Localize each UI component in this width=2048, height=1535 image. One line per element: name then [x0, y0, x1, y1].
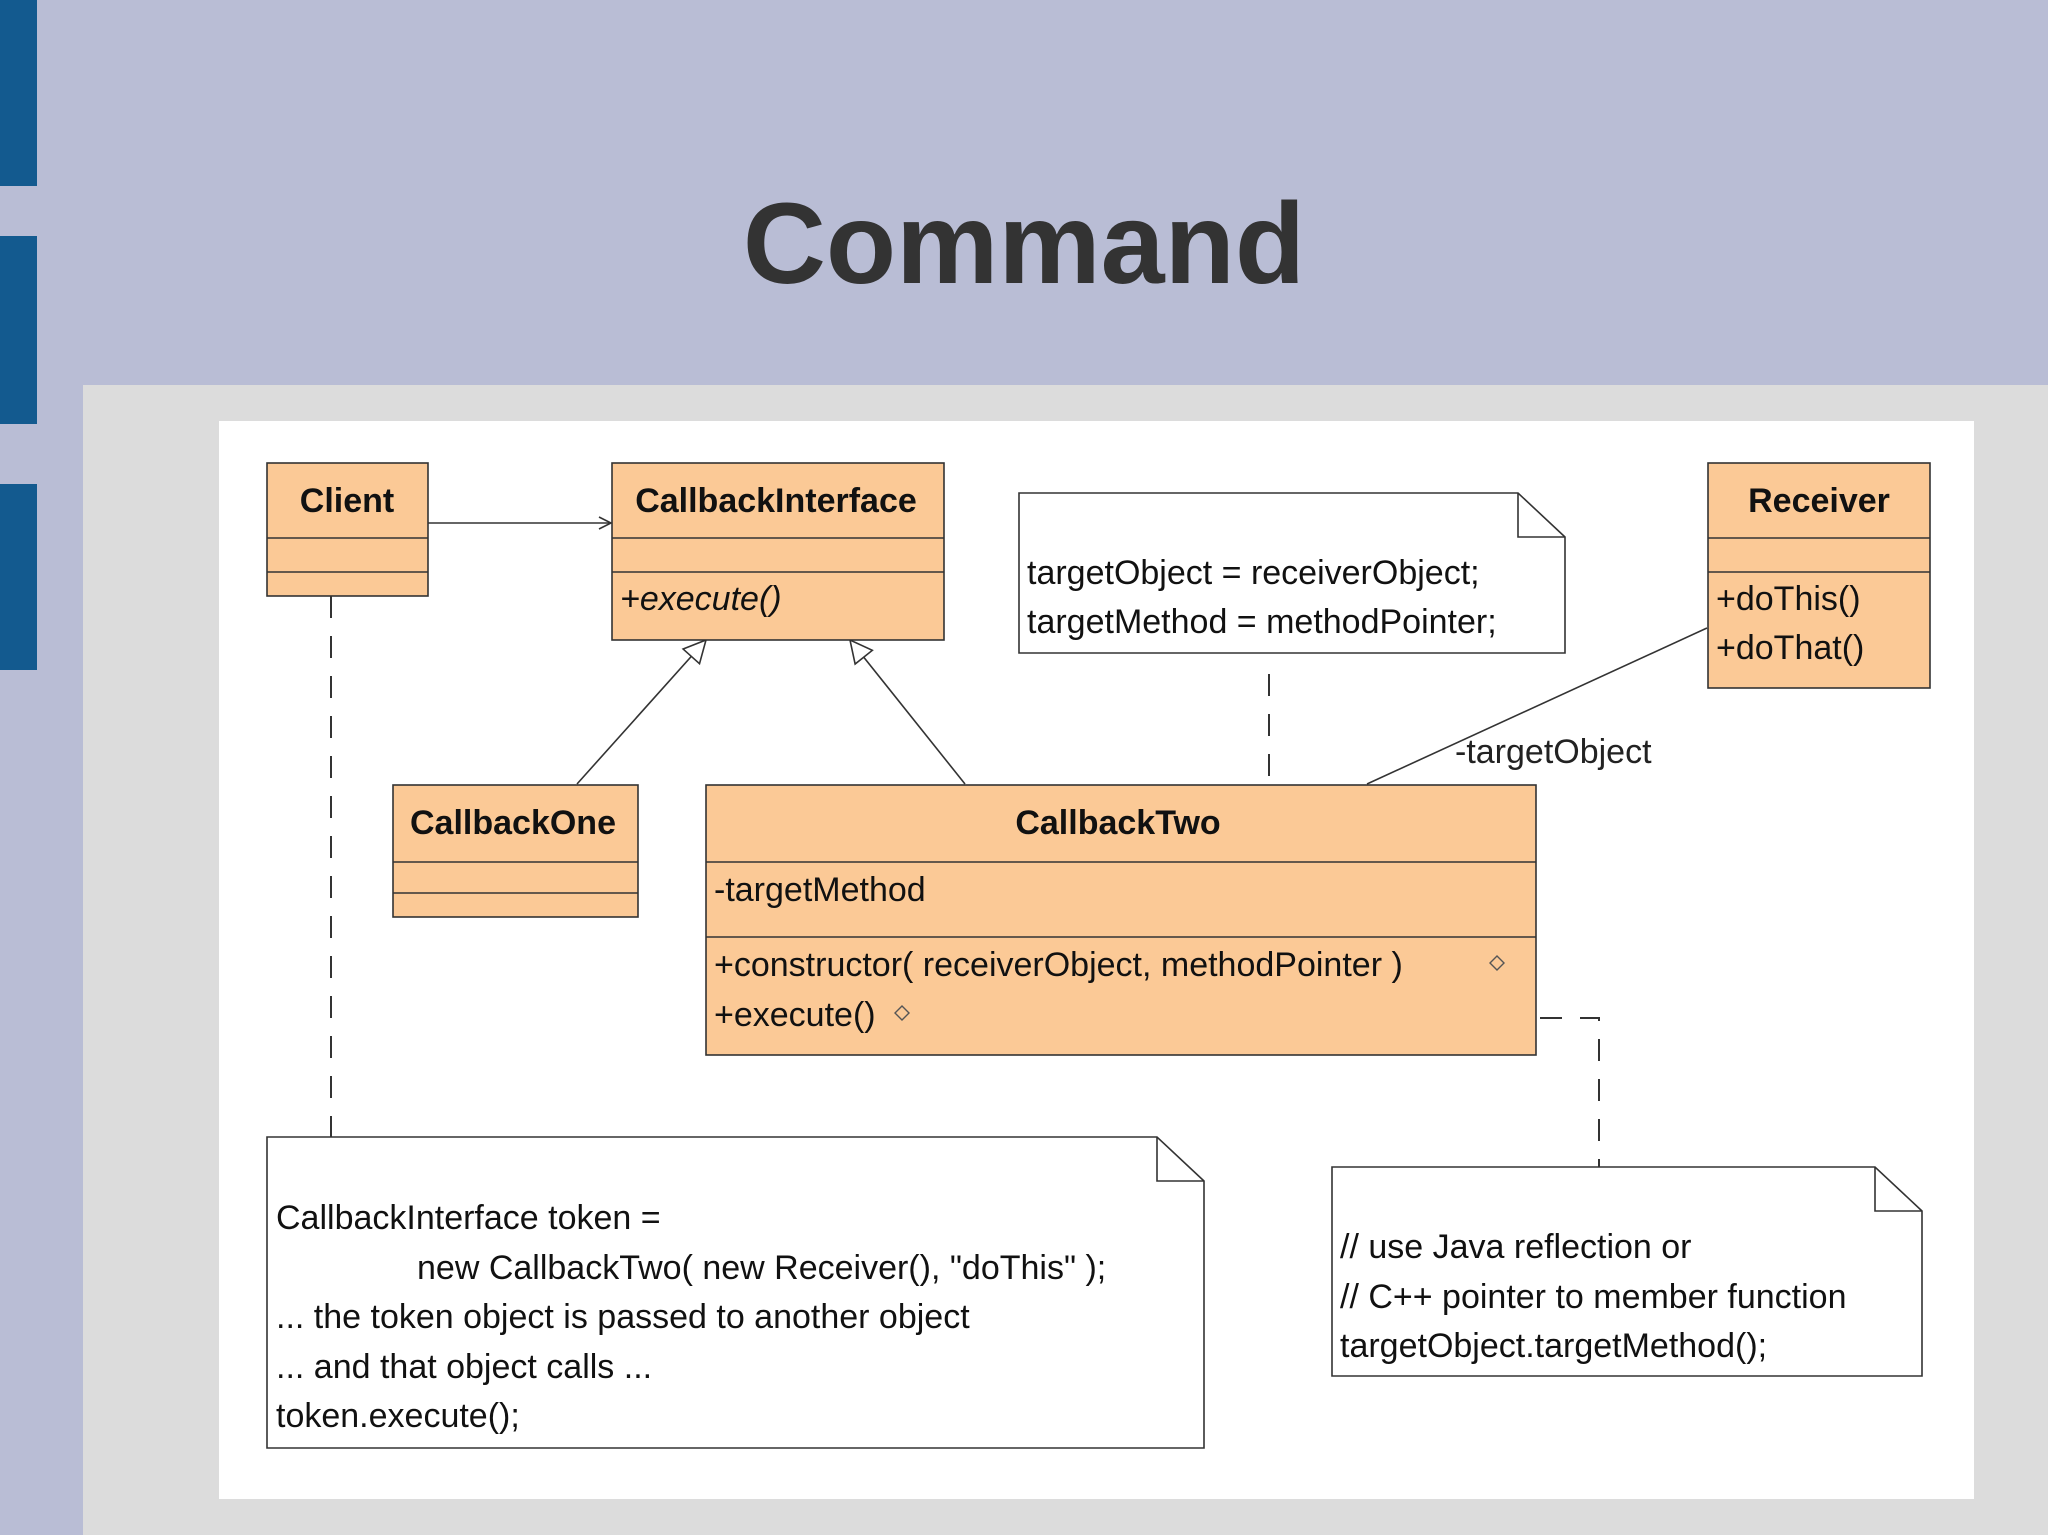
- class-callback-interface: CallbackInterface +execute(): [611, 462, 945, 641]
- class-client: Client: [266, 462, 429, 597]
- side-accent-bar-middle: [0, 236, 37, 424]
- note-client-line-4: ... and that object calls ...: [276, 1348, 652, 1386]
- note-execute-line-3: targetObject.targetMethod();: [1340, 1327, 1767, 1365]
- note-client-line-1: CallbackInterface token =: [276, 1199, 661, 1237]
- receiver-method-do-this: +doThis(): [1716, 580, 1861, 618]
- note-client-line-5: token.execute();: [276, 1397, 520, 1435]
- class-callback-interface-name: CallbackInterface: [635, 482, 917, 520]
- callback-two-method-constructor: +constructor( receiverObject, methodPoin…: [714, 946, 1403, 984]
- execute-note-marker-icon: [894, 1005, 910, 1021]
- side-accent-bar-top: [0, 0, 37, 186]
- class-callback-one: CallbackOne: [392, 784, 639, 918]
- class-receiver-name: Receiver: [1748, 482, 1890, 520]
- association-label-target-object: -targetObject: [1455, 733, 1652, 771]
- note-execute-line-2: // C++ pointer to member function: [1340, 1278, 1846, 1316]
- class-callback-one-name: CallbackOne: [410, 804, 616, 842]
- callback-two-attribute-target-method: -targetMethod: [714, 871, 926, 909]
- slide-title: Command: [742, 180, 1306, 308]
- receiver-method-do-that: +doThat(): [1716, 629, 1864, 667]
- callback-interface-method-execute: +execute(): [620, 580, 782, 618]
- target-object-association-line: [1366, 627, 1708, 785]
- note-execute-line-1: // use Java reflection or: [1340, 1228, 1692, 1266]
- note-client-line-2: new CallbackTwo( new Receiver(), "doThis…: [417, 1249, 1106, 1287]
- class-client-name: Client: [300, 482, 394, 520]
- note-client-usage: CallbackInterface token = new CallbackTw…: [266, 1136, 1205, 1449]
- callbacktwo-inheritance-line: [848, 638, 966, 785]
- callbackone-inheritance-line: [576, 638, 708, 785]
- note-target-line-1: targetObject = receiverObject;: [1027, 554, 1480, 592]
- class-callback-two-name: CallbackTwo: [1015, 804, 1220, 842]
- class-callback-two: CallbackTwo -targetMethod +constructor( …: [705, 784, 1537, 1056]
- class-receiver: Receiver +doThis() +doThat(): [1707, 462, 1931, 689]
- note-target-assignment: targetObject = receiverObject; targetMet…: [1018, 492, 1566, 654]
- side-accent-bar-bottom: [0, 484, 37, 670]
- note-target-line-2: targetMethod = methodPointer;: [1027, 603, 1497, 641]
- constructor-note-marker-icon: [1489, 955, 1505, 971]
- note-client-line-3: ... the token object is passed to anothe…: [276, 1298, 970, 1336]
- callback-two-method-execute: +execute(): [714, 996, 876, 1034]
- uml-diagram: -targetObject Client CallbackInterface +…: [219, 421, 1974, 1499]
- note-execute-implementation: // use Java reflection or // C++ pointer…: [1331, 1166, 1923, 1377]
